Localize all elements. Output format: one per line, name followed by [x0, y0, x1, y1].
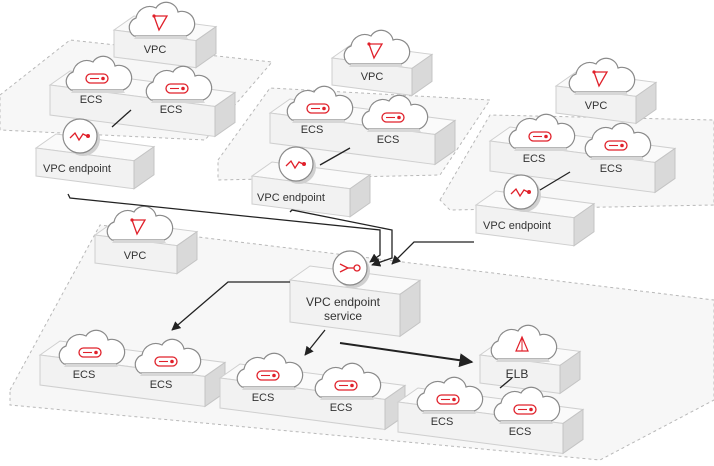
- ecs-label-3b: ECS: [600, 163, 623, 175]
- vpc-cloud-icon-top2: [343, 29, 411, 67]
- arrow-endpoint2-to-service: [289, 209, 393, 267]
- ecs-cloud-icon-5b: [314, 362, 382, 400]
- icons-layer: [58, 1, 652, 424]
- endpoint-service-platform: [288, 265, 422, 338]
- connections: [67, 109, 571, 389]
- ecs-cloud-icon-1b: [145, 65, 213, 103]
- ecs-label-4a: ECS: [73, 369, 96, 381]
- ecs-cloud-icon-6b: [493, 386, 561, 424]
- arrow-service-to-ecs-group2: [304, 329, 326, 356]
- vpc-endpoint-service-label-line2: service: [324, 309, 362, 323]
- ecs-label-2a: ECS: [301, 124, 324, 136]
- vpc-label-top1: VPC: [144, 44, 167, 56]
- vpc-endpoint-icon-2: [278, 146, 316, 184]
- ecs-label-3a: ECS: [523, 153, 546, 165]
- labels-layer: VPC VPC VPC VPC ECS ECS ECS ECS ECS ECS …: [43, 44, 622, 438]
- arrow-service-to-elb: [339, 342, 474, 368]
- vpc-endpoint-label-2: VPC endpoint: [257, 192, 325, 204]
- elb-cloud-icon: [490, 324, 558, 362]
- elb-label: ELB: [506, 367, 529, 381]
- ecs-label-1a: ECS: [80, 94, 103, 106]
- ecs-label-6a: ECS: [431, 416, 454, 428]
- ecs-cloud-icon-6a: [416, 376, 484, 414]
- vpc-label-top3: VPC: [585, 100, 608, 112]
- vpc-endpoint-icon-3: [503, 174, 541, 212]
- vpc-endpoint-service-label-line1: VPC endpoint: [306, 295, 381, 309]
- ecs-label-6b: ECS: [509, 426, 532, 438]
- vpc-endpoint-label-3: VPC endpoint: [483, 220, 551, 232]
- ecs-cloud-icon-4a: [58, 329, 126, 367]
- ecs-cloud-icon-3a: [508, 113, 576, 151]
- link-ecs-to-endpoint-3: [539, 171, 571, 191]
- vpc-endpoint-service-icon: [332, 250, 370, 288]
- vpc-label-provider: VPC: [124, 250, 147, 262]
- vpc-label-top2: VPC: [361, 71, 384, 83]
- link-elb-to-ecs-group3: [499, 377, 513, 389]
- ecs-label-5b: ECS: [330, 402, 353, 414]
- ecs-cloud-icon-1a: [65, 55, 133, 93]
- ecs-cloud-icon-2b: [361, 94, 429, 132]
- arrow-service-to-ecs-group1: [171, 281, 290, 331]
- ecs-cloud-icon-4b: [134, 338, 202, 376]
- link-ecs-to-endpoint-2: [319, 147, 351, 166]
- vpc-endpoint-label-1: VPC endpoint: [43, 163, 111, 175]
- ecs-label-5a: ECS: [252, 392, 275, 404]
- ecs-label-4b: ECS: [150, 379, 173, 391]
- ecs-label-2b: ECS: [377, 134, 400, 146]
- ecs-cloud-icon-2a: [286, 85, 354, 123]
- ecs-label-1b: ECS: [160, 104, 183, 116]
- arrow-endpoint1-to-service: [67, 193, 381, 263]
- ecs-cloud-icon-5a: [236, 352, 304, 390]
- ecs-cloud-icon-3b: [584, 122, 652, 160]
- link-ecs-to-endpoint-1: [111, 109, 132, 128]
- vpc-cloud-icon-top1: [128, 1, 196, 39]
- vpc-cloud-icon-provider: [106, 205, 174, 243]
- vpc-cloud-icon-top3: [568, 57, 636, 95]
- arrow-endpoint3-to-service: [391, 241, 474, 265]
- vpc-endpoint-icon-1: [62, 118, 100, 156]
